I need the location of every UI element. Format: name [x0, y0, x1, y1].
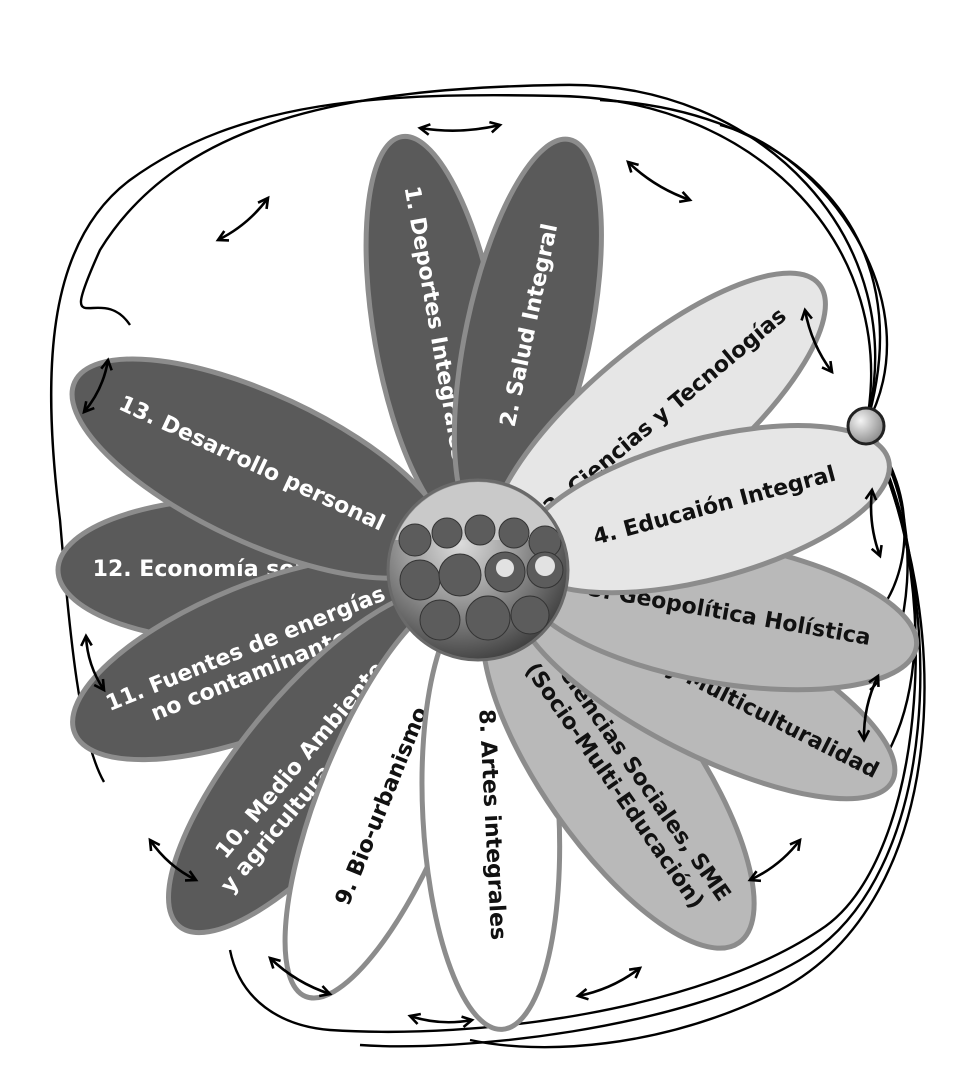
double-arrow: [628, 162, 690, 202]
double-arrow: [750, 840, 800, 881]
double-arrow: [410, 1014, 472, 1027]
connector-node: [848, 408, 884, 444]
double-arrow: [218, 198, 268, 240]
double-arrow: [578, 968, 640, 999]
center-globe: [388, 480, 570, 660]
double-arrow: [420, 122, 500, 135]
